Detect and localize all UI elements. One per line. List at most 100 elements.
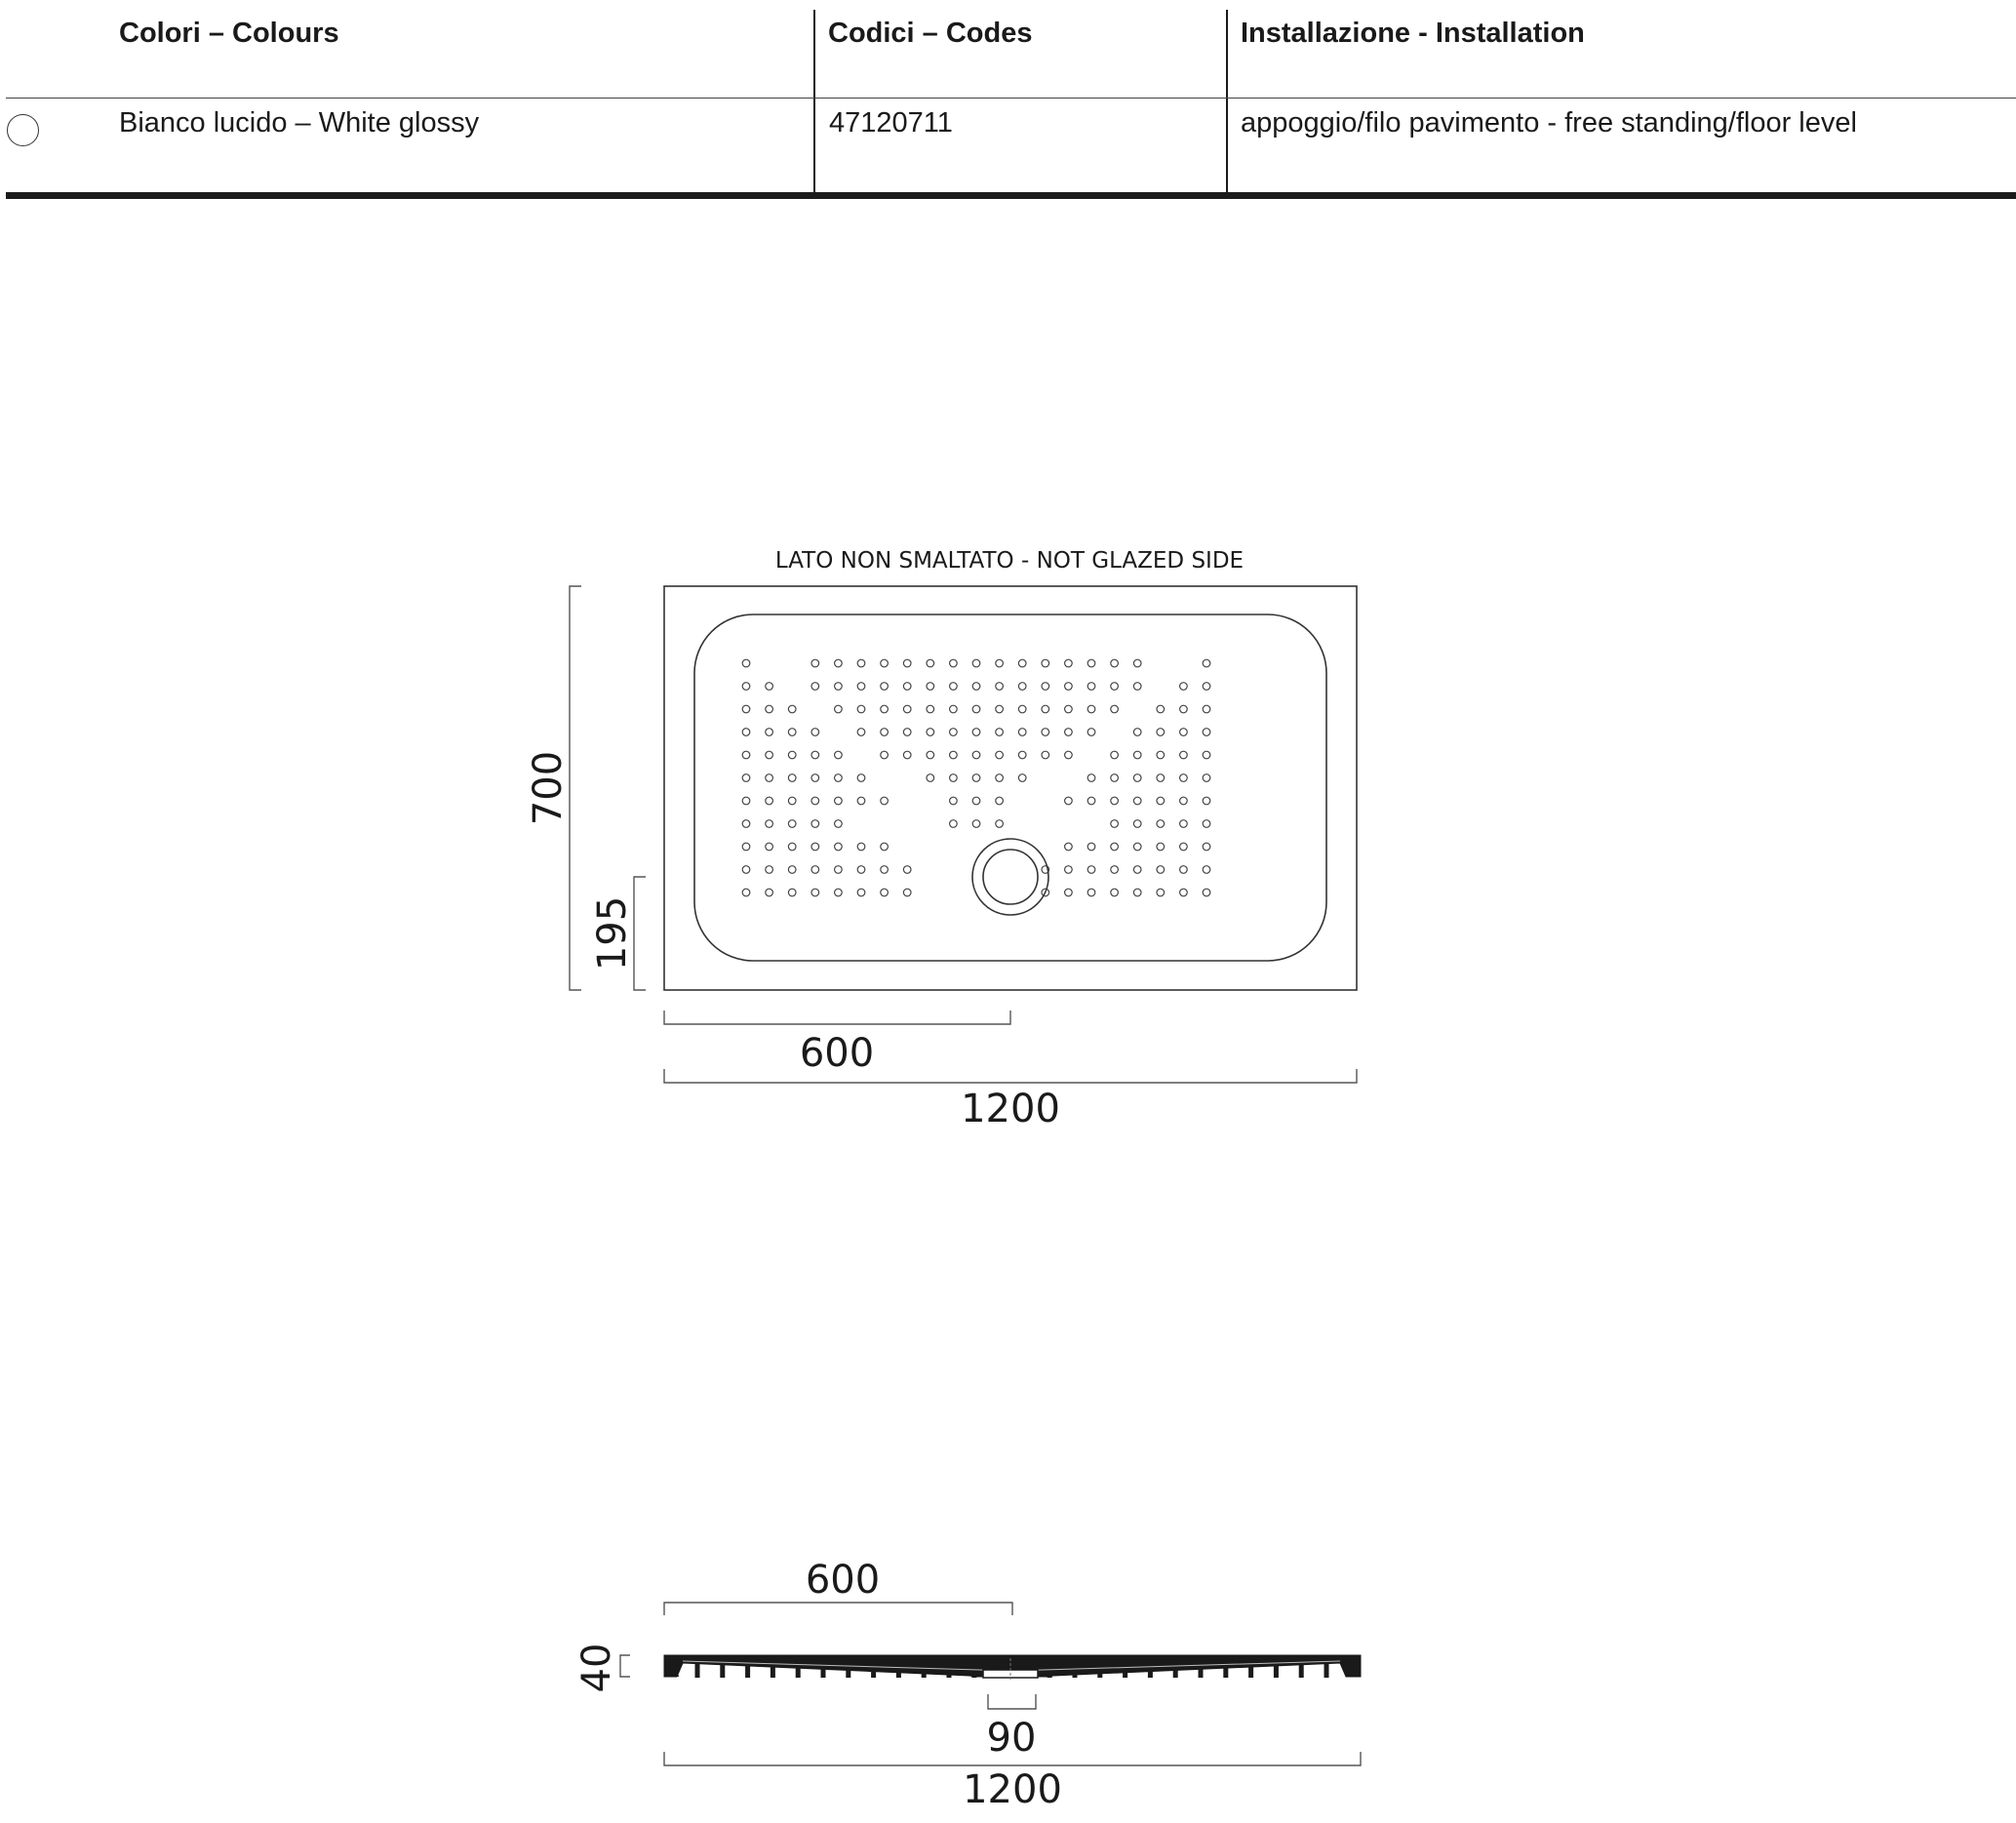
anti-slip-dot (1132, 842, 1142, 852)
anti-slip-dot (995, 704, 1004, 714)
anti-slip-dot (1202, 842, 1211, 852)
anti-slip-dot (856, 865, 866, 874)
plan-view: LATO NON SMALTATO - NOT GLAZED SIDE 700 … (526, 548, 1358, 1131)
anti-slip-dot (880, 704, 889, 714)
anti-slip-dot (741, 888, 751, 897)
anti-slip-dot (949, 704, 958, 714)
colour-swatch-icon (7, 114, 39, 146)
anti-slip-dot (1063, 728, 1073, 736)
anti-slip-dot (971, 773, 981, 782)
anti-slip-dot (1156, 728, 1166, 736)
anti-slip-dot (1017, 658, 1027, 668)
anti-slip-dot (1156, 704, 1166, 714)
anti-slip-dot (1041, 704, 1050, 714)
anti-slip-dot (1063, 750, 1073, 760)
anti-slip-dot (787, 819, 797, 828)
anti-slip-dot (765, 728, 773, 736)
anti-slip-dot (1202, 796, 1211, 806)
anti-slip-dot (926, 704, 935, 714)
anti-slip-dot (1087, 704, 1096, 714)
anti-slip-dot (995, 728, 1004, 736)
anti-slip-dot (1178, 819, 1188, 828)
anti-slip-dot (880, 888, 889, 897)
anti-slip-dot (741, 728, 751, 736)
section-dimension-length: 1200 (663, 1752, 1362, 1812)
anti-slip-dot (971, 704, 981, 714)
anti-slip-dot (765, 796, 773, 806)
anti-slip-dot (1017, 750, 1027, 760)
anti-slip-dot (765, 750, 773, 760)
dimension-height: 700 (526, 585, 581, 991)
anti-slip-dot (949, 728, 958, 736)
anti-slip-dot (1178, 682, 1188, 691)
anti-slip-dot (787, 773, 797, 782)
section-dimension-thickness: 40 (574, 1644, 630, 1693)
code-value: 47120711 (829, 107, 953, 139)
anti-slip-dot (787, 842, 797, 852)
anti-slip-dot (1041, 865, 1050, 874)
anti-slip-dot (741, 865, 751, 874)
anti-slip-dot (926, 682, 935, 691)
anti-slip-dot (971, 728, 981, 736)
anti-slip-dot (834, 796, 843, 806)
anti-slip-dot (810, 773, 820, 782)
anti-slip-dot (834, 704, 843, 714)
anti-slip-dot (765, 842, 773, 852)
anti-slip-dot (1178, 773, 1188, 782)
anti-slip-dot (765, 682, 773, 691)
anti-slip-dot (949, 796, 958, 806)
section-dim-length-label: 1200 (963, 1767, 1062, 1812)
anti-slip-dot (926, 728, 935, 736)
tray-basin (693, 614, 1327, 962)
anti-slip-dot (1202, 728, 1211, 736)
anti-slip-dot (1178, 842, 1188, 852)
anti-slip-dot (856, 728, 866, 736)
anti-slip-dot (1178, 865, 1188, 874)
anti-slip-dot (787, 888, 797, 897)
anti-slip-dot (1132, 865, 1142, 874)
anti-slip-dot (741, 704, 751, 714)
column-divider (813, 10, 815, 195)
anti-slip-dot (834, 819, 843, 828)
anti-slip-dot (1063, 842, 1073, 852)
section-dim-thickness-label: 40 (574, 1644, 619, 1693)
anti-slip-dot (1087, 888, 1096, 897)
anti-slip-dot (810, 865, 820, 874)
anti-slip-dot (741, 796, 751, 806)
anti-slip-dot (1041, 658, 1050, 668)
dim-drain-offset-x-label: 600 (800, 1031, 874, 1076)
anti-slip-dot (1063, 888, 1073, 897)
anti-slip-dot (995, 750, 1004, 760)
column-divider (1226, 10, 1228, 195)
anti-slip-dot (1132, 819, 1142, 828)
anti-slip-dot (741, 682, 751, 691)
anti-slip-dot (926, 773, 935, 782)
header-colours: Colori – Colours (119, 18, 339, 49)
section-dimension-drain-width: 90 (987, 1694, 1037, 1761)
table-bottom-rule (6, 192, 2016, 199)
anti-slip-dot (902, 658, 912, 668)
anti-slip-dot (834, 842, 843, 852)
tray-outline (663, 585, 1358, 991)
anti-slip-dot (1110, 842, 1119, 852)
anti-slip-dot (1202, 682, 1211, 691)
tray-section-profile (663, 1654, 1362, 1680)
anti-slip-dot (1087, 796, 1096, 806)
anti-slip-dot (1156, 888, 1166, 897)
anti-slip-dot (1110, 888, 1119, 897)
anti-slip-dot (1178, 704, 1188, 714)
anti-slip-dot (1110, 796, 1119, 806)
anti-slip-dot (1041, 888, 1050, 897)
header-divider (6, 98, 2016, 99)
anti-slip-dot (926, 750, 935, 760)
anti-slip-dot (1202, 888, 1211, 897)
dim-length-label: 1200 (961, 1087, 1060, 1131)
anti-slip-dot (856, 773, 866, 782)
anti-slip-dot (880, 682, 889, 691)
anti-slip-dot (971, 658, 981, 668)
anti-slip-dot (1087, 658, 1096, 668)
anti-slip-dot (949, 819, 958, 828)
anti-slip-dot (1063, 865, 1073, 874)
anti-slip-dot (1087, 842, 1096, 852)
anti-slip-dot (1202, 865, 1211, 874)
